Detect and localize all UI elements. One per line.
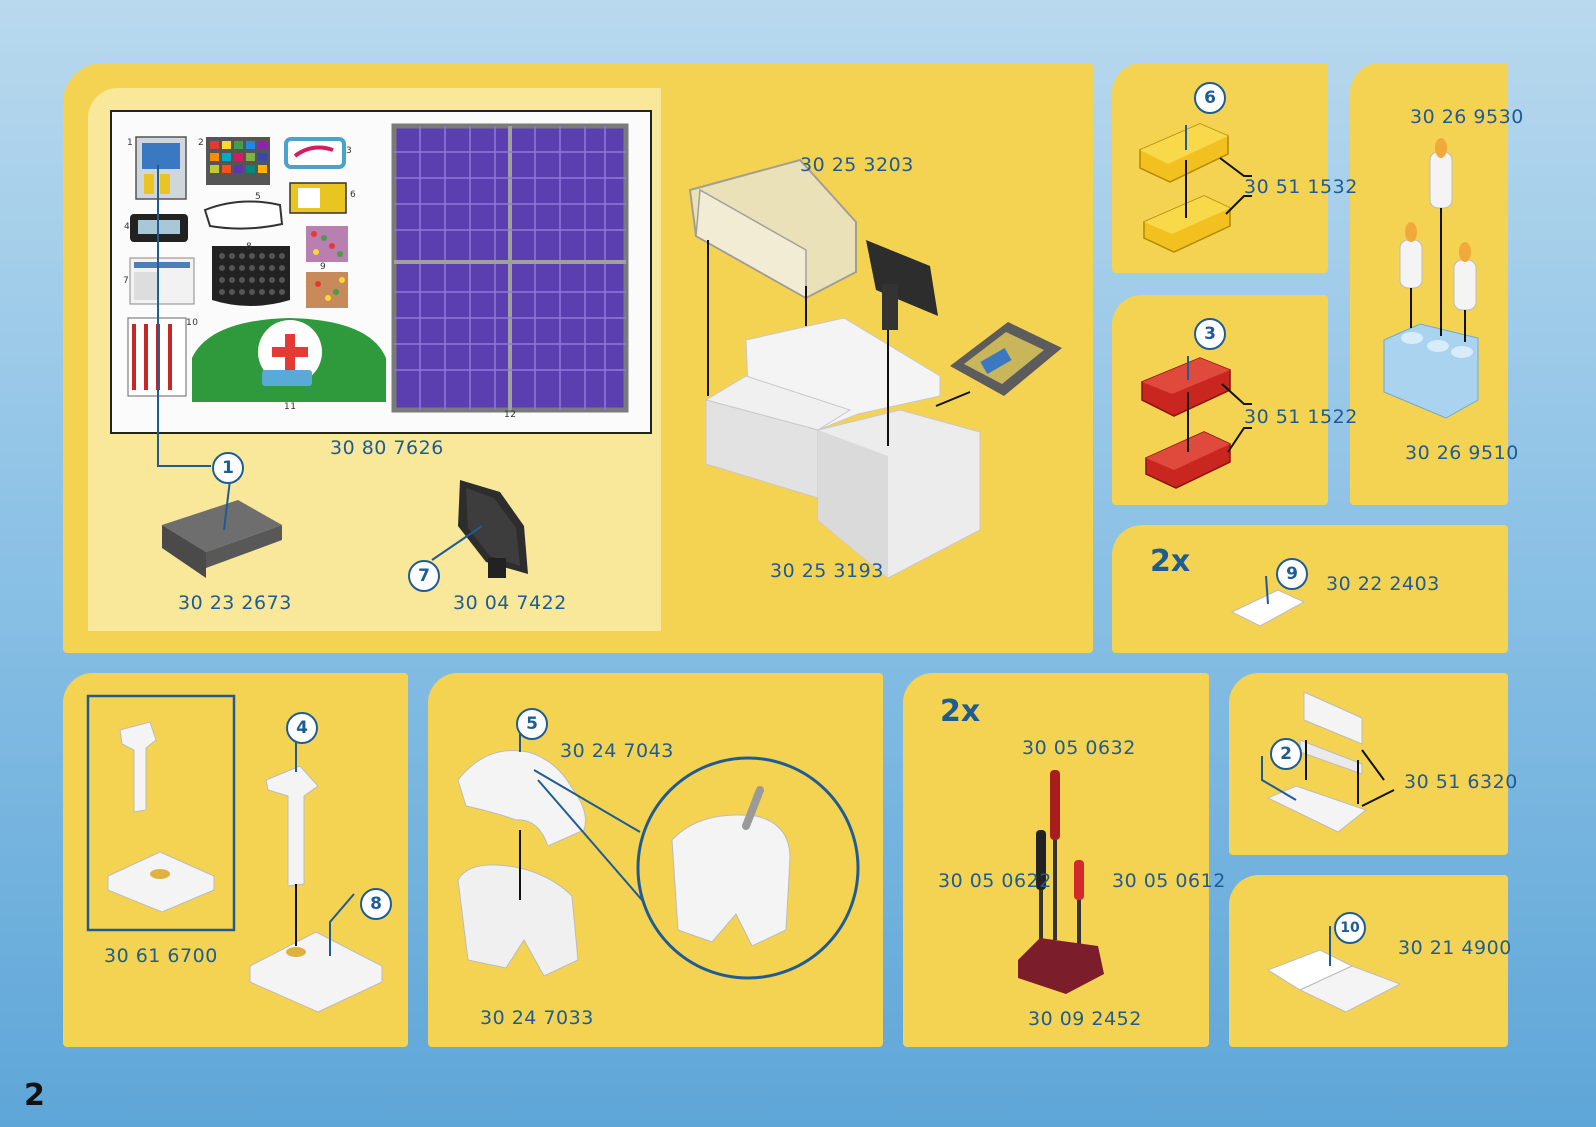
tooth-art [458, 724, 858, 978]
part-bag: 30 22 2403 [1326, 573, 1440, 595]
sticker-number-5: 5 [255, 192, 261, 202]
multiplier-tools: 2x [940, 694, 980, 729]
part-shelf: 30 51 6320 [1404, 771, 1518, 793]
part-tooth-base: 30 24 7033 [480, 1007, 594, 1029]
sticker-number-2: 2 [198, 138, 204, 148]
sticker-number-4: 4 [124, 222, 130, 232]
part-display-case: 30 25 3203 [800, 154, 914, 176]
monitor-small-art [432, 480, 528, 578]
part-tool-red: 30 05 0632 [1022, 737, 1136, 759]
book-art [1268, 926, 1400, 1012]
multiplier-bag: 2x [1150, 544, 1190, 579]
red-blocks-art [1142, 356, 1252, 488]
part-drawer: 30 23 2673 [178, 592, 292, 614]
sticker-number-11: 11 [284, 402, 296, 412]
step-badge-10: 10 [1334, 912, 1366, 944]
drawer-art [162, 480, 282, 578]
sticker-number-12: 12 [504, 410, 516, 420]
step-badge-7: 7 [408, 560, 440, 592]
step-badge-6: 6 [1194, 82, 1226, 114]
candles-art [1384, 138, 1478, 418]
step-badge-9: 9 [1276, 558, 1308, 590]
sticker-sheet-art [128, 126, 626, 466]
sticker-number-6: 6 [350, 190, 356, 200]
part-tool-red-small: 30 05 0612 [1112, 870, 1226, 892]
sticker-number-1: 1 [127, 138, 133, 148]
step-badge-1: 1 [212, 452, 244, 484]
part-tooth-top: 30 24 7043 [560, 740, 674, 762]
step-badge-4: 4 [286, 712, 318, 744]
yellow-blocks-art [1140, 124, 1252, 252]
sticker-number-7: 7 [123, 276, 129, 286]
sticker-number-3: 3 [346, 146, 352, 156]
step-badge-2: 2 [1270, 738, 1302, 770]
sticker-number-8: 8 [246, 242, 252, 252]
counter-art [690, 160, 1062, 578]
step-badge-5: 5 [516, 708, 548, 740]
step-badge-8: 8 [360, 888, 392, 920]
part-candles: 30 26 9530 [1410, 106, 1524, 128]
part-tool-holder: 30 09 2452 [1028, 1008, 1142, 1030]
part-monitor-small: 30 04 7422 [453, 592, 567, 614]
part-yellow-block: 30 51 1532 [1244, 176, 1358, 198]
part-sticker-sheet: 30 80 7626 [330, 437, 444, 459]
part-book: 30 21 4900 [1398, 937, 1512, 959]
sticker-number-10: 10 [186, 318, 198, 328]
page-number: 2 [24, 1078, 45, 1113]
part-candle-holder: 30 26 9510 [1405, 442, 1519, 464]
part-counter: 30 25 3193 [770, 560, 884, 582]
part-post-detail: 30 61 6700 [104, 945, 218, 967]
step-badge-3: 3 [1194, 318, 1226, 350]
sticker-number-9: 9 [320, 262, 326, 272]
part-tool-black: 30 05 0622 [938, 870, 1052, 892]
part-red-block: 30 51 1522 [1244, 406, 1358, 428]
